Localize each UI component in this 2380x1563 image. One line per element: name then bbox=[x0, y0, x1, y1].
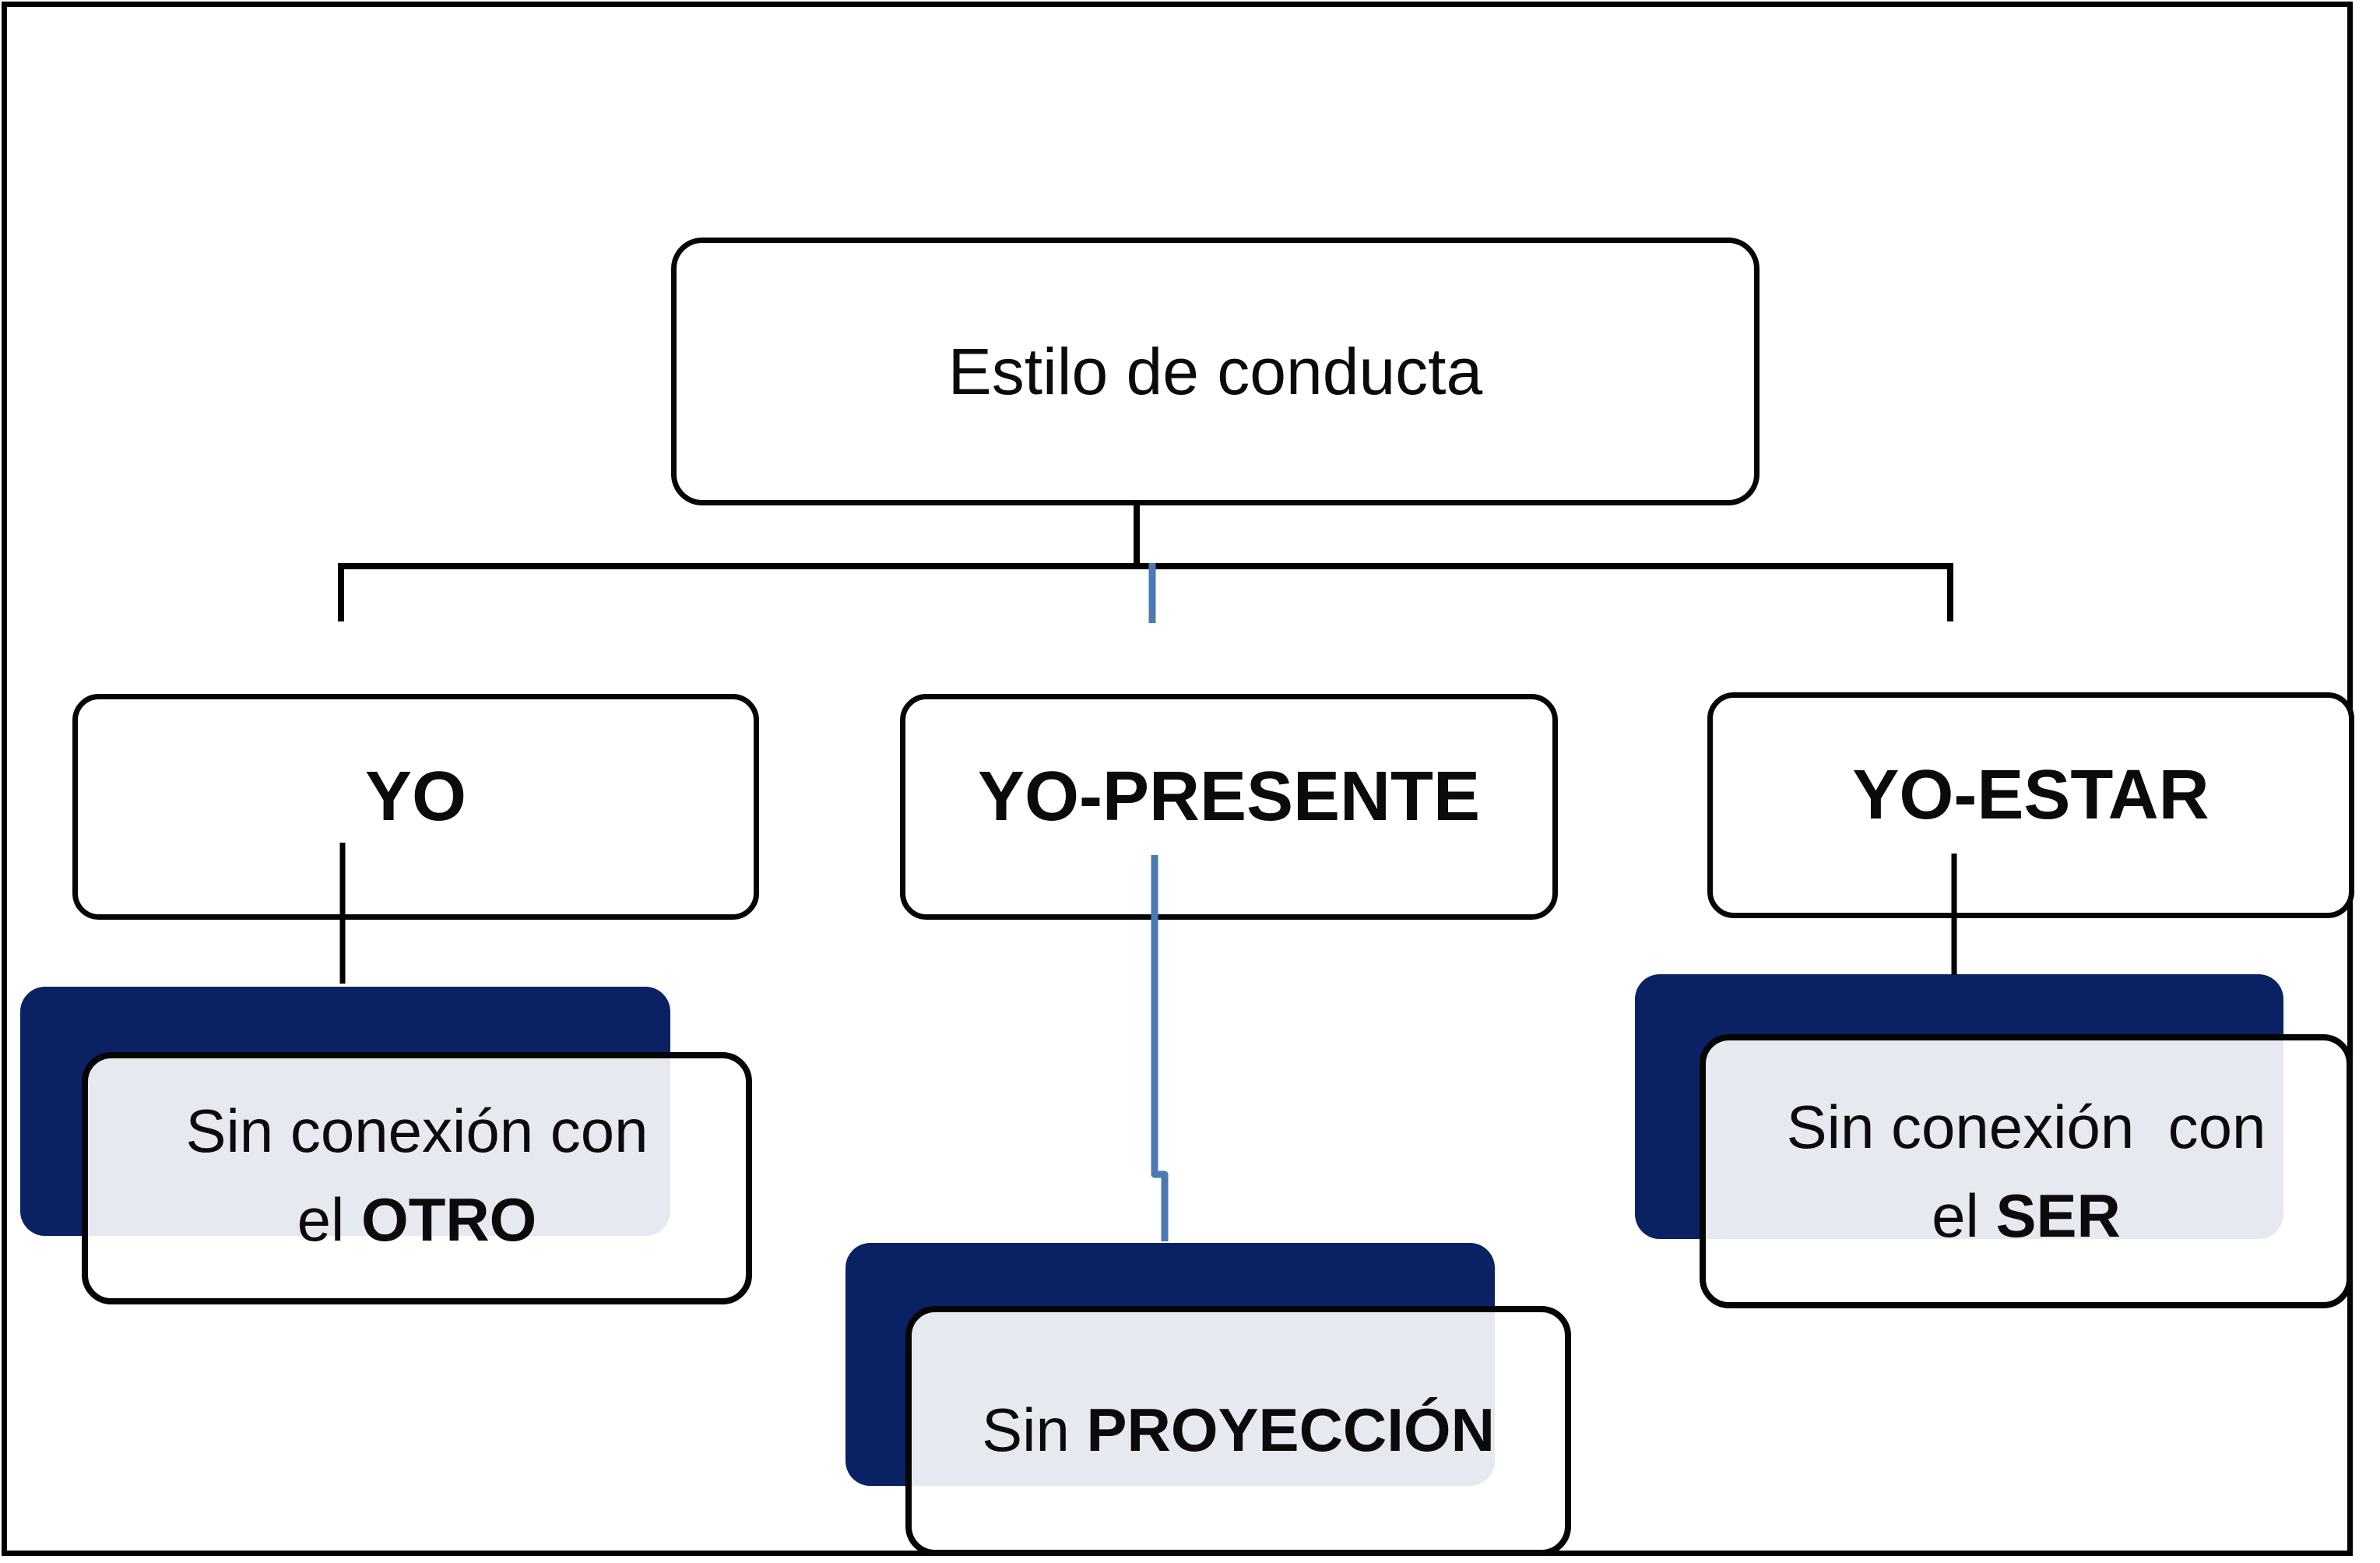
node-yo-presente-label: YO-PRESENTE bbox=[977, 757, 1481, 836]
card-sin-conexion-otro: Sin conexión con el OTRO bbox=[82, 1052, 752, 1304]
root-node-label: Estilo de conducta bbox=[947, 334, 1483, 408]
card-ser-line1: Sin conexión con bbox=[1786, 1093, 2266, 1161]
card-sin-conexion-ser: Sin conexión con el SER bbox=[1700, 1034, 2353, 1308]
card-otro-line2: el OTRO bbox=[297, 1185, 537, 1254]
root-node-estilo-de-conducta: Estilo de conducta bbox=[671, 238, 1760, 505]
card-proyeccion-emphasis: PROYECCIÓN bbox=[1086, 1396, 1495, 1464]
node-yo-label: YO bbox=[364, 757, 467, 836]
card-otro-line1: Sin conexión con bbox=[185, 1097, 649, 1165]
node-yo-presente: YO-PRESENTE bbox=[900, 694, 1558, 920]
card-proyeccion-line1: Sin PROYECCIÓN bbox=[982, 1396, 1495, 1464]
node-yo-estar: YO-ESTAR bbox=[1707, 692, 2354, 918]
card-ser-line2: el SER bbox=[1932, 1181, 2121, 1250]
node-yo: YO bbox=[72, 694, 759, 920]
card-otro-emphasis: OTRO bbox=[361, 1185, 537, 1254]
card-sin-proyeccion: Sin PROYECCIÓN bbox=[905, 1306, 1571, 1556]
node-yo-estar-label: YO-ESTAR bbox=[1852, 755, 2209, 834]
card-ser-emphasis: SER bbox=[1995, 1181, 2121, 1250]
